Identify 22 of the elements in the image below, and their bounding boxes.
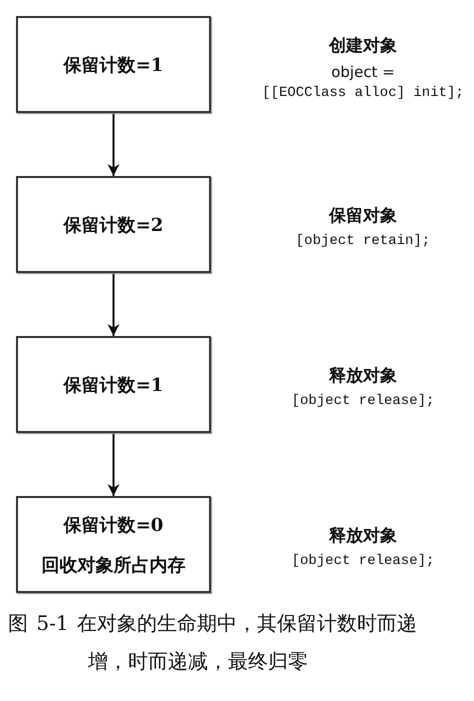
- step-title: 创建对象: [329, 35, 397, 57]
- arrow: [108, 273, 120, 336]
- count-label: 保留计数=1: [64, 54, 164, 76]
- note-label: 回收对象所占内存: [42, 554, 186, 576]
- code-text: object =: [331, 63, 395, 81]
- figure-caption: 图 5-1 在对象的生命期中，其保留计数时而递增，时而递减，最终归零: [8, 610, 418, 675]
- process-box: [16, 336, 211, 433]
- arrow: [108, 433, 120, 496]
- count-label: 保留计数=2: [64, 214, 164, 236]
- process-box: [16, 176, 211, 273]
- step-title: 保留对象: [329, 205, 397, 227]
- code-text: [object retain];: [296, 233, 430, 249]
- process-box: [16, 16, 211, 113]
- code-text: [[EOCClass alloc] init];: [262, 85, 464, 101]
- count-label: 保留计数=1: [64, 374, 164, 396]
- arrow: [108, 113, 120, 176]
- process-box: [16, 496, 211, 593]
- step-title: 释放对象: [329, 525, 397, 547]
- code-text: [object release];: [292, 553, 434, 569]
- count-label: 保留计数=0: [64, 514, 164, 536]
- step-title: 释放对象: [329, 365, 397, 387]
- code-text: [object release];: [292, 393, 434, 409]
